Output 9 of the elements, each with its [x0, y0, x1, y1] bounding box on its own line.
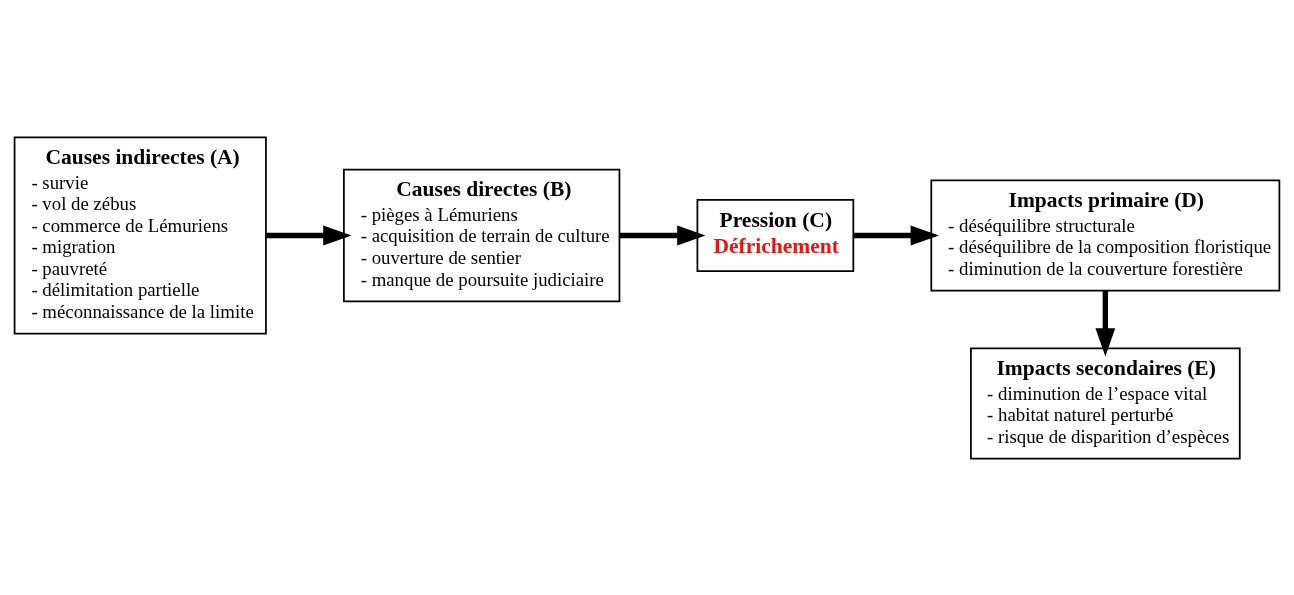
node-box: Impacts secondaires (E) - diminution de l’espace vital - habitat naturel perturbé - risque de disparition d’espèces [970, 347, 1241, 459]
node-box: Causes indirectes (A) - survie - vol de zébus - commerce de Lémuriens - migration - pauvreté - délimitation partielle - méconnaissance de la limite [13, 136, 267, 334]
arrow [853, 225, 939, 245]
node-box: Impacts primaire (D) - déséquilibre structurale - déséquilibre de la composition floristique - diminution de la couverture forestière [930, 179, 1281, 291]
node-box: Causes directes (B) - pièges à Lémuriens - acquisition de terrain de culture - ouverture de sentier - manque de poursuite judiciaire [343, 168, 621, 302]
arrow [266, 225, 352, 245]
node-box: Pression (C) Défrichement [696, 198, 855, 272]
arrow [1095, 290, 1116, 357]
arrow [619, 225, 706, 245]
